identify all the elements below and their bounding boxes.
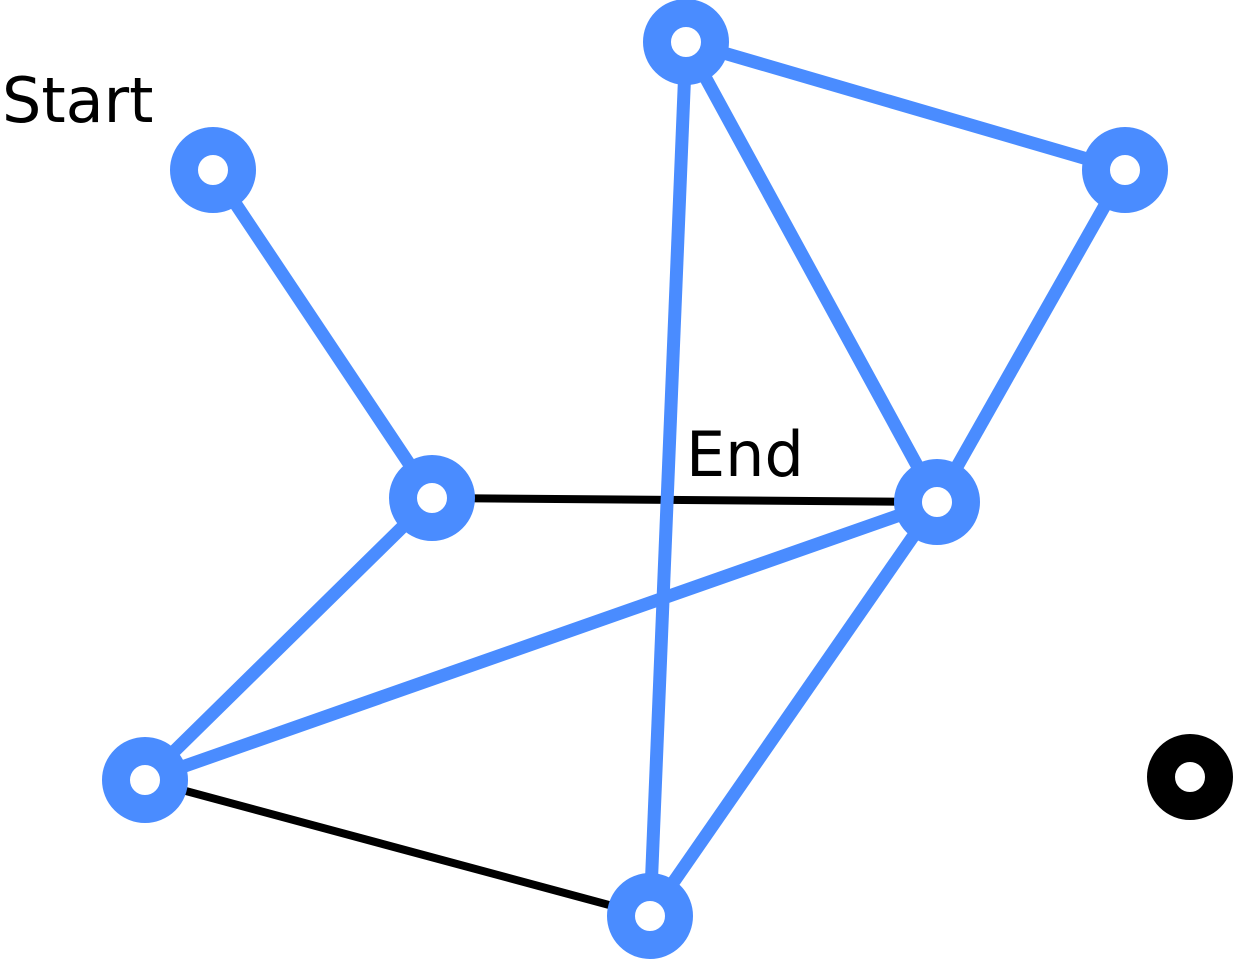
node-bottom — [607, 873, 693, 959]
node-top-right — [1082, 127, 1168, 213]
end-label: End — [686, 418, 804, 491]
node-mid-left — [389, 455, 475, 541]
node-bottom-left — [102, 737, 188, 823]
start-label: Start — [2, 64, 153, 137]
edge-top-right-end — [931, 166, 1131, 506]
node-isolated — [1147, 734, 1233, 820]
edge-start-mid-left — [207, 166, 438, 502]
edge-bottom-left-end — [142, 495, 940, 787]
edge-mid-left-bottom-left — [140, 493, 437, 785]
node-end — [894, 459, 980, 545]
edge-bottom-top — [643, 41, 693, 917]
edge-mid-left-end — [431, 494, 938, 506]
edges-layer — [140, 35, 1131, 920]
node-top — [643, 0, 729, 85]
edge-top-top-right — [684, 35, 1127, 177]
edge-top-end — [680, 38, 943, 506]
nodes-layer — [102, 0, 1233, 959]
node-start — [170, 127, 256, 213]
edge-bottom-left-bottom — [143, 776, 652, 920]
edge-bottom-end — [644, 498, 943, 920]
